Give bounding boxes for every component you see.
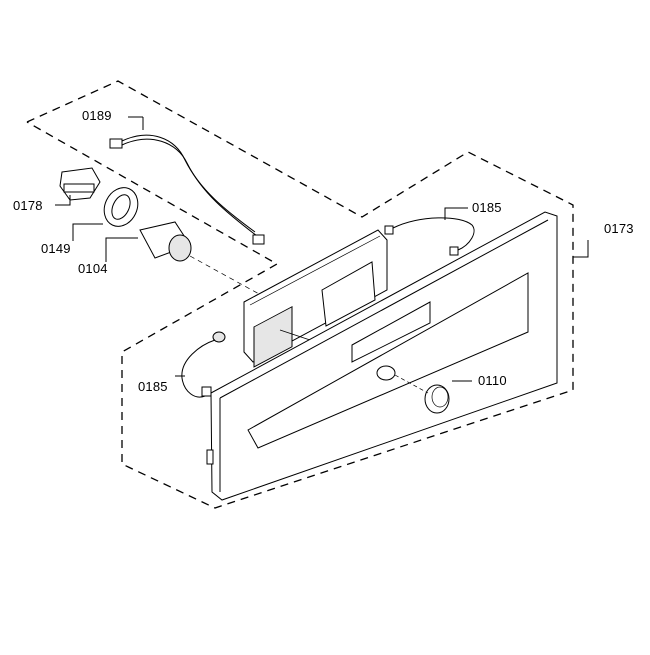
knob-0110 [394, 374, 472, 414]
part-label-0185-lower: 0185 [138, 379, 168, 394]
bracket-0149 [72, 187, 139, 241]
part-label-0185-upper: 0185 [472, 200, 502, 215]
clip-0178 [55, 167, 101, 206]
motor-0104 [105, 221, 271, 301]
upper-group-boundary [26, 80, 574, 509]
part-label-0104: 0104 [78, 261, 108, 276]
cable-0185-lower [175, 331, 226, 398]
part-label-0178: 0178 [13, 198, 43, 213]
harness-0189 [109, 116, 265, 245]
part-label-0110: 0110 [478, 373, 507, 388]
part-label-0149: 0149 [41, 241, 71, 256]
part-label-0189: 0189 [82, 108, 112, 123]
fascia-0173 [206, 211, 589, 501]
control-module [243, 229, 388, 368]
part-label-0173: 0173 [604, 221, 634, 236]
cable-0185-upper [384, 207, 475, 256]
